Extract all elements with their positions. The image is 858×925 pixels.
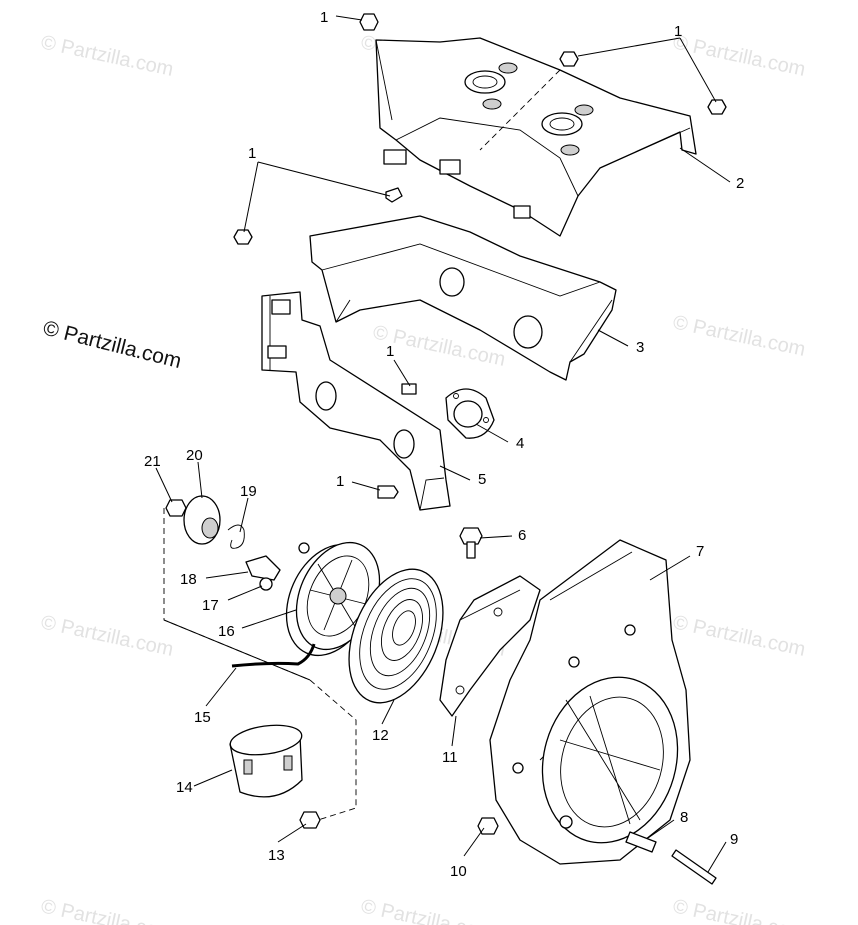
callout-label: 14 <box>176 779 193 796</box>
callout-label: 9 <box>730 831 738 848</box>
bolt-part-13 <box>299 811 321 829</box>
starter-group <box>163 495 444 829</box>
callout-label: 1 <box>248 145 256 162</box>
callout-label: 17 <box>202 597 219 614</box>
bracket-part-11 <box>439 575 541 717</box>
callout-label: 13 <box>268 847 285 864</box>
rope-part-15 <box>231 643 316 668</box>
bolt-part-6 <box>459 527 483 559</box>
callout-label: 20 <box>186 447 203 464</box>
watermark: © Partzilla.com <box>671 311 807 361</box>
callout-label: 4 <box>516 435 524 452</box>
callout-label: 5 <box>478 471 486 488</box>
upper-shroud-part-2 <box>375 37 697 237</box>
callout-label: 2 <box>736 175 744 192</box>
callout-label: 1 <box>386 343 394 360</box>
watermark: © Partzilla.com <box>671 611 807 661</box>
watermark: © Partzilla.com <box>359 895 495 925</box>
callout-label: 21 <box>144 453 161 470</box>
callout-label: 1 <box>320 9 328 26</box>
clip-part-8 <box>625 831 657 853</box>
gasket-part-4 <box>445 388 495 439</box>
callout-label: 3 <box>636 339 644 356</box>
clip-part-19 <box>227 524 245 549</box>
callout-label: 7 <box>696 543 704 560</box>
watermark: © Partzilla.com <box>671 895 807 925</box>
blower-housing-part-7 <box>489 539 691 865</box>
lower-shroud-part-3 <box>309 215 617 381</box>
pawl-part-18 <box>245 555 281 581</box>
lower-bracket-part-5 <box>261 291 451 511</box>
nut-part-21 <box>165 499 187 517</box>
watermark: © Partzilla.com <box>39 895 175 925</box>
fasteners-part-1 <box>233 13 727 499</box>
spring-part-17 <box>259 577 273 591</box>
callout-label: 15 <box>194 709 211 726</box>
callout-label: 10 <box>450 863 467 880</box>
callout-label: 16 <box>218 623 235 640</box>
leader-lines <box>155 15 731 873</box>
callout-label: 1 <box>336 473 344 490</box>
watermark: © Partzilla.com <box>671 31 807 81</box>
callout-label: 6 <box>518 527 526 544</box>
callout-labels: 1 1 1 1 1 2 3 4 5 6 7 8 9 10 11 12 13 14… <box>144 9 744 880</box>
callout-label: 19 <box>240 483 257 500</box>
callout-label: 1 <box>674 23 682 40</box>
callout-label: 12 <box>372 727 389 744</box>
callout-label: 8 <box>680 809 688 826</box>
watermark: © Partzilla.com <box>39 31 175 81</box>
callout-label: 18 <box>180 571 197 588</box>
watermark: © Partzilla.com <box>39 611 175 661</box>
spring-part-12 <box>348 568 444 704</box>
callout-label: 11 <box>442 749 458 766</box>
copyright-text: © Partzilla.com <box>41 317 184 374</box>
cup-part-14 <box>229 724 303 798</box>
screw-part-9 <box>671 849 717 885</box>
